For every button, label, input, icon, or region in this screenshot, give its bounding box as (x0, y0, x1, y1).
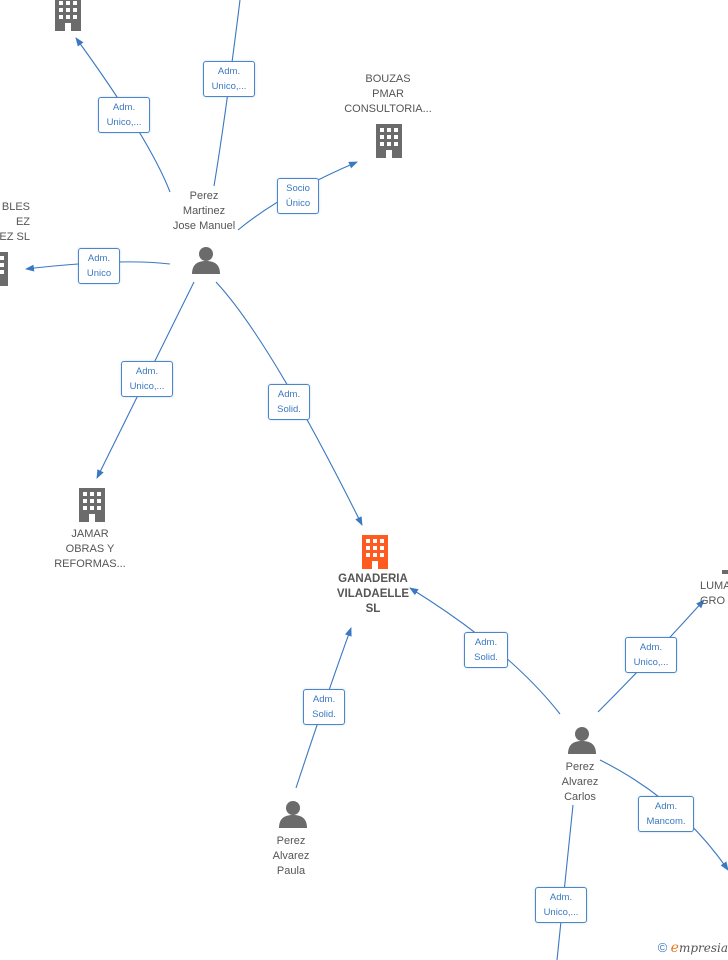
person-icon-perez-paula[interactable] (279, 801, 307, 828)
building-icon-ganaderia[interactable] (362, 535, 388, 569)
edge-label-e8[interactable]: Adm. Solid. (303, 689, 345, 725)
empresia-watermark: © empresia (658, 940, 728, 956)
edge-label-e10[interactable]: Adm. Mancom. (638, 796, 694, 832)
person-icon-perez-martinez[interactable] (192, 247, 220, 274)
building-icon-bles[interactable] (0, 252, 8, 286)
node-label-perez-paula[interactable]: Perez Alvarez Paula (272, 835, 310, 877)
building-icon-bouzas[interactable] (376, 124, 402, 158)
edge-label-e5[interactable]: Adm. Unico,... (121, 361, 173, 397)
edge-label-e7[interactable]: Adm. Solid. (464, 632, 508, 668)
node-label-luma[interactable]: LUMA GRO (700, 580, 728, 607)
person-icon-perez-carlos[interactable] (568, 727, 596, 754)
node-label-bles[interactable]: BLES EZ EZ SL (0, 201, 30, 243)
edge-label-e3[interactable]: Socio Único (277, 178, 319, 214)
node-label-jamar[interactable]: JAMAR OBRAS Y REFORMAS... (54, 528, 126, 570)
building-icon-jamar[interactable] (79, 488, 105, 522)
building-icon-luma-partial[interactable] (722, 570, 728, 574)
copyright-symbol: © (657, 940, 668, 955)
edge-label-e9[interactable]: Adm. Unico,... (625, 637, 677, 673)
building-icon-top[interactable] (55, 0, 81, 31)
node-label-bouzas[interactable]: BOUZAS PMAR CONSULTORIA... (344, 73, 432, 115)
node-label-perez-carlos[interactable]: Perez Alvarez Carlos (561, 761, 599, 803)
node-label-perez-martinez[interactable]: Perez Martinez Jose Manuel (172, 190, 236, 232)
edge-label-e6[interactable]: Adm. Solid. (268, 384, 310, 420)
brand-rest: mpresia (678, 941, 728, 955)
edge-e11 (556, 804, 574, 960)
brand-e: e (670, 940, 679, 956)
edge-e6 (215, 281, 363, 526)
edge-e2 (213, 0, 241, 187)
edge-label-e1[interactable]: Adm. Unico,... (98, 97, 150, 133)
edge-label-e4[interactable]: Adm. Unico (78, 248, 120, 284)
edge-label-e11[interactable]: Adm. Unico,... (535, 887, 587, 923)
edge-label-e2[interactable]: Adm. Unico,... (203, 61, 255, 97)
node-label-ganaderia[interactable]: GANADERIA VILADAELLE SL (336, 573, 410, 615)
